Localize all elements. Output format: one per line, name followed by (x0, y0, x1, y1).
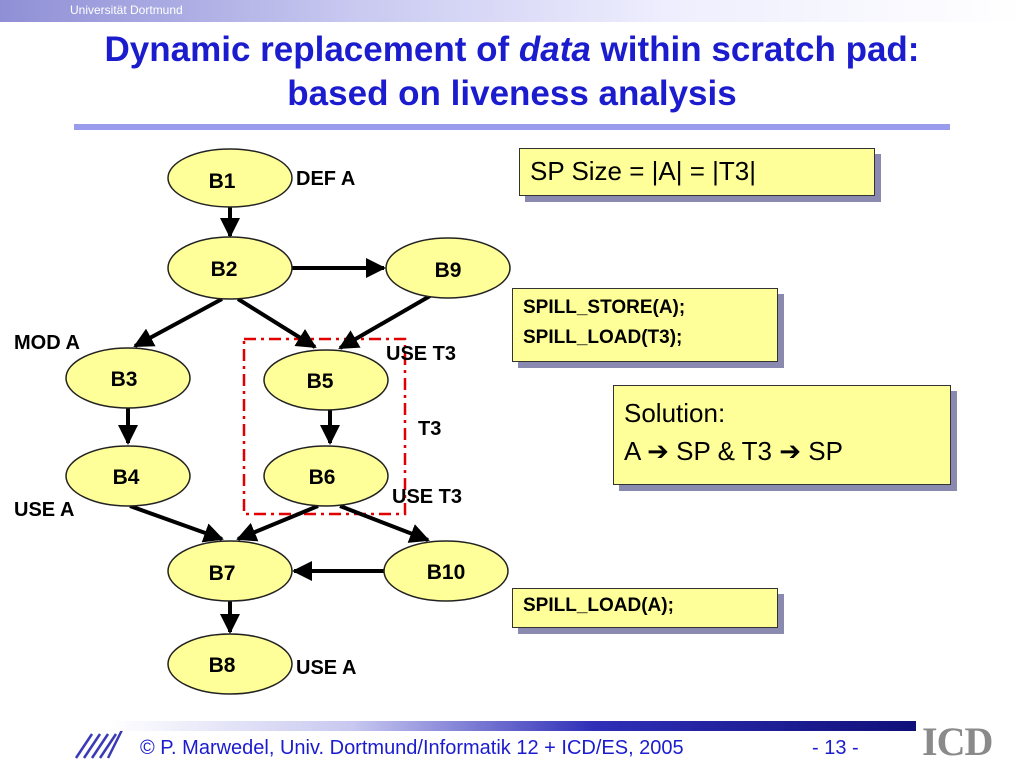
spill-box-b9: SPILL_STORE(A); SPILL_LOAD(T3); (512, 288, 778, 362)
node-b3 (65, 347, 191, 409)
title-italic-word: data (518, 30, 591, 69)
node-b5-label: B5 (307, 370, 334, 393)
top-banner: Universität Dortmund (0, 0, 1024, 22)
institution-name: Universität Dortmund (70, 3, 183, 17)
solution-heading: Solution: (624, 398, 726, 428)
node-b10-label: B10 (427, 561, 466, 584)
footer-copyright: © P. Marwedel, Univ. Dortmund/Informatik… (140, 737, 684, 759)
title-part-3: within scratch pad: based on liveness an… (287, 30, 920, 113)
node-b8 (167, 633, 293, 695)
icd-logo: ICD (922, 719, 993, 764)
use-a-b4-annotation: USE A (14, 499, 75, 521)
sp-size-text: SP Size = |A| = |T3| (530, 156, 756, 186)
solution-line: A ➔ SP & T3 ➔ SP (624, 436, 843, 466)
node-b3-label: B3 (111, 368, 138, 391)
edge-b9-b5 (338, 294, 432, 350)
node-b2 (167, 236, 293, 300)
edge-b4-b7 (129, 504, 224, 543)
slide-title: Dynamic replacement of data within scrat… (60, 28, 964, 116)
node-b4 (65, 445, 191, 507)
edge-b2-b3 (133, 297, 223, 348)
node-b10 (383, 540, 509, 602)
node-b4-label: B4 (113, 466, 140, 489)
node-b8-label: B8 (209, 654, 236, 677)
title-underline (74, 124, 950, 130)
node-b1 (167, 148, 293, 208)
spill-load-t3-text: SPILL_LOAD(T3); (523, 327, 683, 348)
node-b9 (385, 237, 511, 299)
spill-store-text: SPILL_STORE(A); (523, 297, 686, 318)
footer-gradient-bar (110, 721, 916, 731)
sp-size-box: SP Size = |A| = |T3| (519, 148, 875, 196)
use-t3-bottom-annotation: USE T3 (392, 486, 463, 508)
node-b9-label: B9 (435, 259, 462, 282)
edge-b2-b5 (236, 297, 317, 349)
use-a-b8-annotation: USE A (296, 657, 357, 679)
node-b7 (167, 540, 293, 602)
t3-region-label: T3 (418, 418, 442, 440)
node-b7-label: B7 (209, 562, 236, 585)
spill-load-a-text: SPILL_LOAD(A); (523, 595, 674, 616)
spill-box-b10: SPILL_LOAD(A); (512, 588, 778, 628)
node-b5 (263, 349, 389, 411)
edge-b6-b7 (236, 504, 319, 542)
title-part-1: Dynamic replacement of (104, 30, 519, 69)
node-b6 (263, 445, 389, 507)
solution-box: Solution: A ➔ SP & T3 ➔ SP (613, 385, 951, 485)
use-t3-top-annotation: USE T3 (386, 343, 457, 365)
page-number: - 13 - (812, 737, 859, 759)
node-b6-label: B6 (309, 466, 336, 489)
def-a-annotation: DEF A (296, 168, 356, 190)
university-logo-icon (74, 725, 126, 759)
mod-a-annotation: MOD A (14, 332, 80, 354)
node-b1-label: B1 (209, 170, 236, 193)
edge-b6-b10 (339, 504, 430, 543)
node-b2-label: B2 (211, 258, 238, 281)
t3-live-region (242, 337, 407, 516)
